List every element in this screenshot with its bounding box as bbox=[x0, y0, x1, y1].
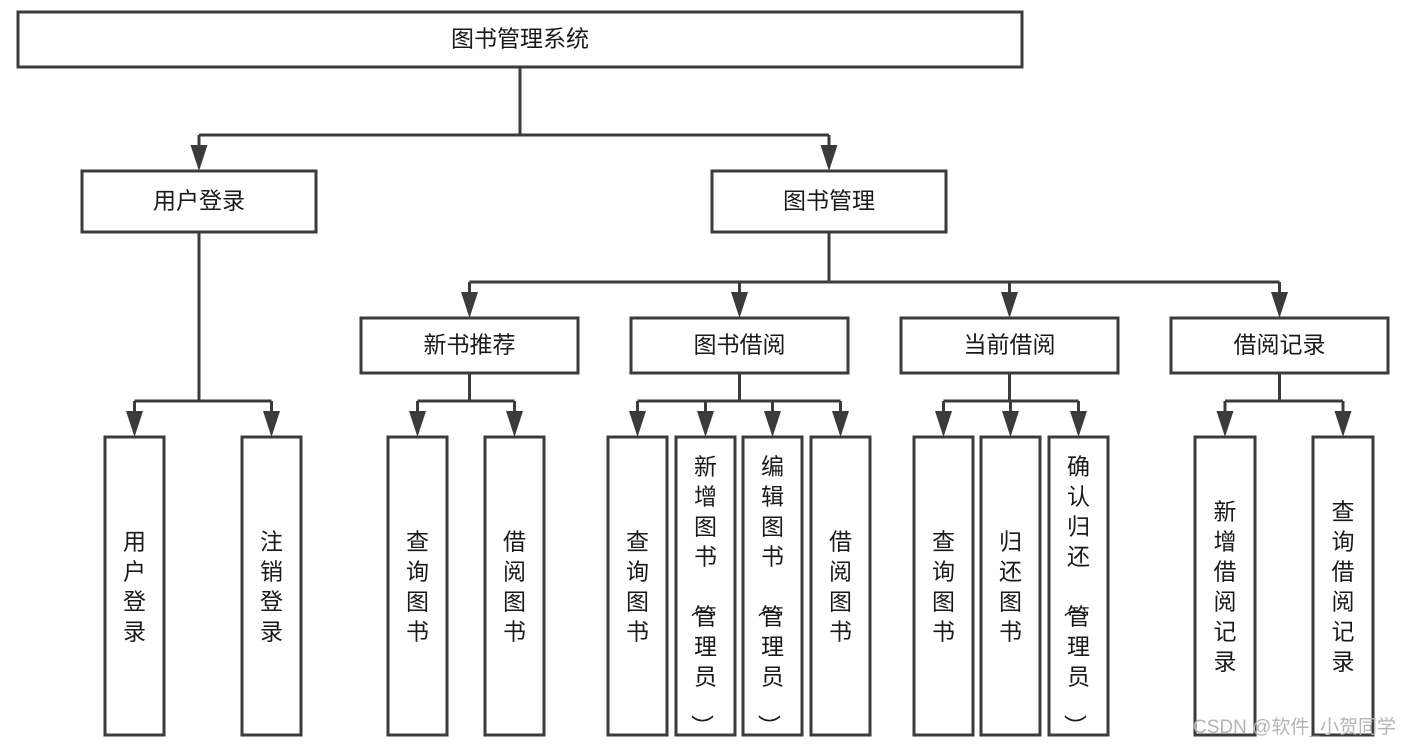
node-leaf-logout[interactable]: 注销登录 bbox=[240, 435, 303, 737]
node-root[interactable]: 图书管理系统 bbox=[16, 10, 1024, 69]
connector-group-root bbox=[190, 67, 838, 171]
node-box-new-book-recommend[interactable] bbox=[359, 316, 580, 375]
node-box-leaf-return-book[interactable] bbox=[979, 435, 1042, 737]
node-box-leaf-query-book-3[interactable] bbox=[912, 435, 975, 737]
node-box-leaf-edit-book[interactable] bbox=[741, 435, 804, 737]
node-label-current-borrow: 当前借阅 bbox=[964, 332, 1056, 358]
node-label-leaf-query-record: 查询借阅记录 bbox=[1332, 498, 1355, 674]
node-label-leaf-borrow-book-2: 借阅图书 bbox=[829, 528, 852, 644]
node-label-book-borrow: 图书借阅 bbox=[694, 332, 786, 358]
node-box-book-manage[interactable] bbox=[710, 169, 948, 234]
node-user-login[interactable]: 用户登录 bbox=[80, 169, 318, 234]
node-label-book-manage: 图书管理 bbox=[783, 188, 875, 214]
node-box-leaf-query-book-1[interactable] bbox=[386, 435, 449, 737]
node-book-borrow[interactable]: 图书借阅 bbox=[629, 316, 850, 375]
node-leaf-borrow-book-1[interactable]: 借阅图书 bbox=[483, 435, 546, 737]
node-leaf-borrow-book-2[interactable]: 借阅图书 bbox=[809, 435, 872, 737]
node-label-leaf-add-record: 新增借阅记录 bbox=[1214, 498, 1237, 674]
node-label-user-login: 用户登录 bbox=[153, 188, 245, 214]
node-box-user-login[interactable] bbox=[80, 169, 318, 234]
node-label-leaf-return-book: 归还图书 bbox=[999, 528, 1022, 644]
node-borrow-record[interactable]: 借阅记录 bbox=[1169, 316, 1390, 375]
node-label-borrow-record: 借阅记录 bbox=[1234, 332, 1326, 358]
node-box-leaf-borrow-book-2[interactable] bbox=[809, 435, 872, 737]
node-box-leaf-add-book[interactable] bbox=[674, 435, 737, 737]
node-box-leaf-add-record[interactable] bbox=[1193, 435, 1257, 737]
node-box-leaf-user-login[interactable] bbox=[103, 435, 166, 737]
connector-group-book-manage bbox=[461, 232, 1288, 318]
node-new-book-recommend[interactable]: 新书推荐 bbox=[359, 316, 580, 375]
connector-group-new-book-recommend bbox=[409, 373, 523, 437]
node-book-manage[interactable]: 图书管理 bbox=[710, 169, 948, 234]
node-leaf-return-book[interactable]: 归还图书 bbox=[979, 435, 1042, 737]
node-leaf-query-book-1[interactable]: 查询图书 bbox=[386, 435, 449, 737]
node-box-leaf-query-book-2[interactable] bbox=[606, 435, 669, 737]
node-box-leaf-borrow-book-1[interactable] bbox=[483, 435, 546, 737]
connector-group-borrow-record bbox=[1216, 373, 1352, 437]
node-label-leaf-logout: 注销登录 bbox=[260, 528, 283, 644]
node-box-leaf-query-record[interactable] bbox=[1311, 435, 1375, 737]
node-leaf-query-record[interactable]: 查询借阅记录 bbox=[1311, 435, 1375, 737]
node-label-leaf-query-book-1: 查询图书 bbox=[406, 528, 429, 644]
node-label-new-book-recommend: 新书推荐 bbox=[424, 332, 516, 358]
node-leaf-add-record[interactable]: 新增借阅记录 bbox=[1193, 435, 1257, 737]
node-leaf-confirm-return[interactable]: 确认归还（管理员） bbox=[1047, 435, 1110, 737]
node-leaf-query-book-2[interactable]: 查询图书 bbox=[606, 435, 669, 737]
node-current-borrow[interactable]: 当前借阅 bbox=[899, 316, 1120, 375]
node-leaf-user-login[interactable]: 用户登录 bbox=[103, 435, 166, 737]
node-leaf-add-book[interactable]: 新增图书（管理员） bbox=[674, 435, 737, 737]
node-label-leaf-query-book-2: 查询图书 bbox=[626, 528, 649, 644]
node-leaf-query-book-3[interactable]: 查询图书 bbox=[912, 435, 975, 737]
connector-layer bbox=[126, 67, 1352, 437]
node-label-leaf-user-login: 用户登录 bbox=[123, 528, 146, 644]
node-box-borrow-record[interactable] bbox=[1169, 316, 1390, 375]
node-label-leaf-query-book-3: 查询图书 bbox=[932, 528, 955, 644]
node-label-leaf-borrow-book-1: 借阅图书 bbox=[503, 528, 526, 644]
node-leaf-edit-book[interactable]: 编辑图书（管理员） bbox=[741, 435, 804, 737]
connector-group-user-login bbox=[126, 232, 280, 437]
node-box-root[interactable] bbox=[16, 10, 1024, 69]
node-layer: 图书管理系统用户登录图书管理新书推荐图书借阅当前借阅借阅记录用户登录注销登录查询… bbox=[16, 10, 1390, 737]
node-box-current-borrow[interactable] bbox=[899, 316, 1120, 375]
node-label-leaf-edit-book: 编辑图书（管理员） bbox=[756, 453, 784, 737]
node-label-leaf-add-book: 新增图书（管理员） bbox=[689, 453, 717, 737]
node-label-leaf-confirm-return: 确认归还（管理员） bbox=[1062, 453, 1090, 737]
node-box-book-borrow[interactable] bbox=[629, 316, 850, 375]
watermark-label: CSDN @软件_小贺同学 bbox=[1193, 716, 1396, 738]
connector-group-book-borrow bbox=[629, 373, 849, 437]
node-box-leaf-logout[interactable] bbox=[240, 435, 303, 737]
node-box-leaf-confirm-return[interactable] bbox=[1047, 435, 1110, 737]
connector-group-current-borrow bbox=[935, 373, 1087, 437]
node-label-root: 图书管理系统 bbox=[451, 26, 589, 52]
